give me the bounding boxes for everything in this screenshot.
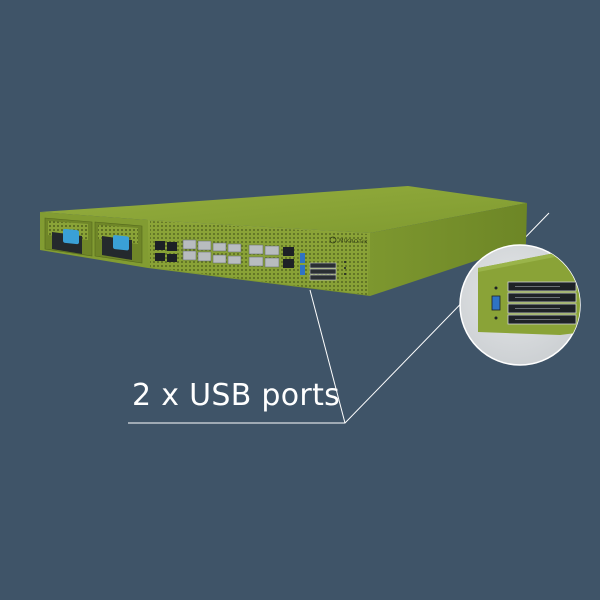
ethernet-ports-left [155, 241, 177, 262]
device-right-side [370, 203, 527, 296]
drive-bays [309, 262, 337, 281]
brand-logo: MIKROTIK [329, 236, 368, 246]
brand-text: MIKROTIK [339, 238, 368, 246]
status-leds [344, 261, 346, 275]
zoom-usb-port [491, 295, 501, 311]
ethernet-ports-right [283, 247, 294, 268]
psu-latch-1[interactable] [63, 228, 79, 245]
callout-label: 2 x USB ports [132, 378, 341, 413]
sfp-cages [182, 239, 280, 268]
psu-latch-2[interactable] [113, 235, 129, 251]
usb-zoom-callout [459, 244, 581, 366]
power-supply-2 [94, 221, 143, 264]
power-supply-1 [44, 217, 93, 257]
usb-ports [300, 253, 305, 275]
device-top [40, 186, 527, 233]
router-device: MIKROTIK [40, 186, 527, 296]
